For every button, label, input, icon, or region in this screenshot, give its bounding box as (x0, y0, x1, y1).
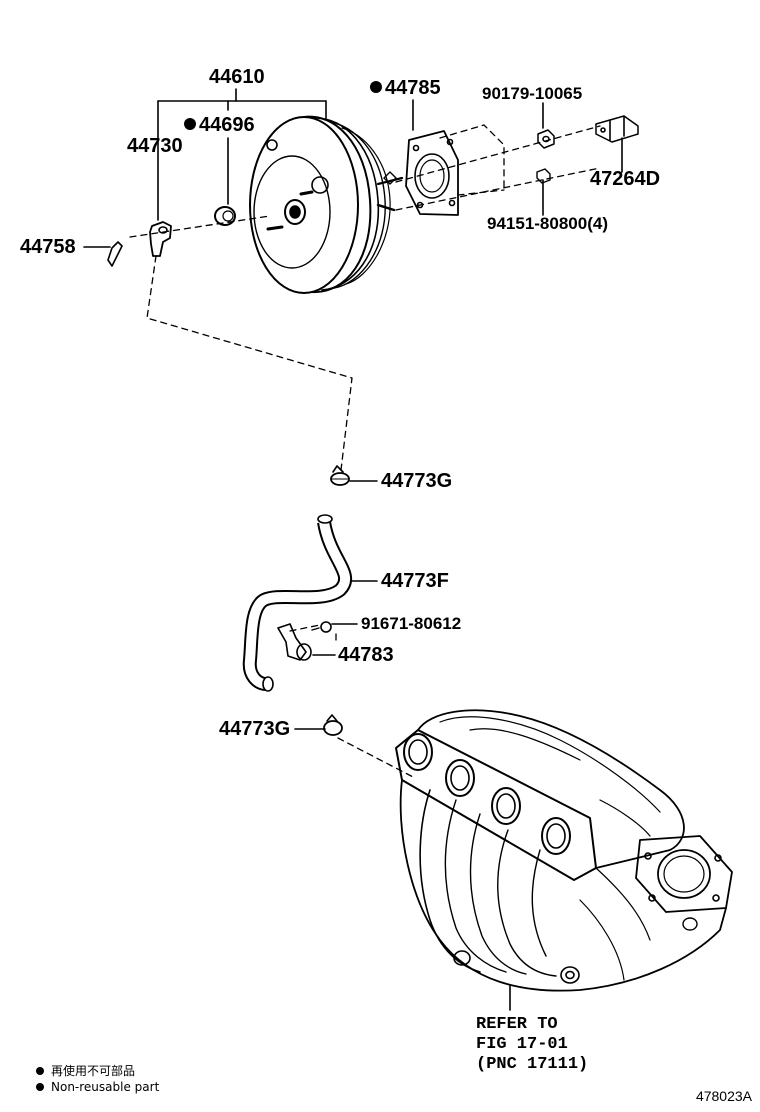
grommet-44696 (214, 206, 236, 226)
label-47264D: 47264D (590, 168, 661, 190)
label-44783: 44783 (338, 644, 394, 666)
brake-booster (249, 115, 404, 294)
non-reusable-dot-icon (370, 81, 382, 93)
nut-90179 (537, 129, 555, 149)
vacuum-hose-44773F (242, 514, 353, 692)
legend-en: Non-reusable part (36, 1080, 159, 1094)
label-44758: 44758 (20, 236, 76, 258)
label-44785: 44785 (370, 78, 441, 98)
non-reusable-dot-icon (184, 118, 196, 130)
assembly-lines (129, 124, 601, 779)
reference-line-2: FIG 17-01 (476, 1035, 568, 1054)
label-44785-text: 44785 (385, 77, 441, 99)
reference-note: REFER TO FIG 17-01 (PNC 17111) (476, 1015, 588, 1075)
bolt-91671 (311, 621, 332, 633)
label-44610: 44610 (209, 66, 265, 88)
label-94151-80800: 94151-80800(4) (487, 214, 608, 233)
reference-line-3: (PNC 17111) (476, 1055, 589, 1074)
nut-94151 (536, 168, 551, 184)
legend-en-text: Non-reusable part (51, 1080, 160, 1094)
legend-zh: 再使用不可部品 (36, 1062, 135, 1079)
label-44696: 44696 (184, 115, 255, 135)
label-90179-10065: 90179-10065 (482, 84, 583, 103)
illustration-code: 478023A (695, 1088, 752, 1104)
clamp-44783 (277, 623, 312, 661)
union-44730 (149, 221, 172, 257)
gasket-44785 (405, 130, 459, 216)
label-44773F: 44773F (381, 570, 449, 592)
label-44696-text: 44696 (199, 114, 255, 136)
label-44773G-lower: 44773G (219, 718, 291, 740)
reference-line-1: REFER TO (476, 1015, 558, 1034)
label-44730: 44730 (127, 135, 183, 157)
legend-dot-icon (36, 1067, 44, 1075)
clip-44758 (107, 241, 123, 267)
legend-zh-text: 再使用不可部品 (51, 1064, 136, 1078)
leader-lines (83, 88, 623, 1011)
clamp-44773G-upper (330, 465, 350, 486)
legend-dot-icon (36, 1083, 44, 1091)
label-44773G-upper: 44773G (381, 470, 453, 492)
intake-manifold (395, 709, 733, 992)
clamp-44773G-lower (323, 714, 343, 736)
bracket-47264D (595, 115, 639, 143)
label-91671-80612: 91671-80612 (361, 614, 462, 633)
